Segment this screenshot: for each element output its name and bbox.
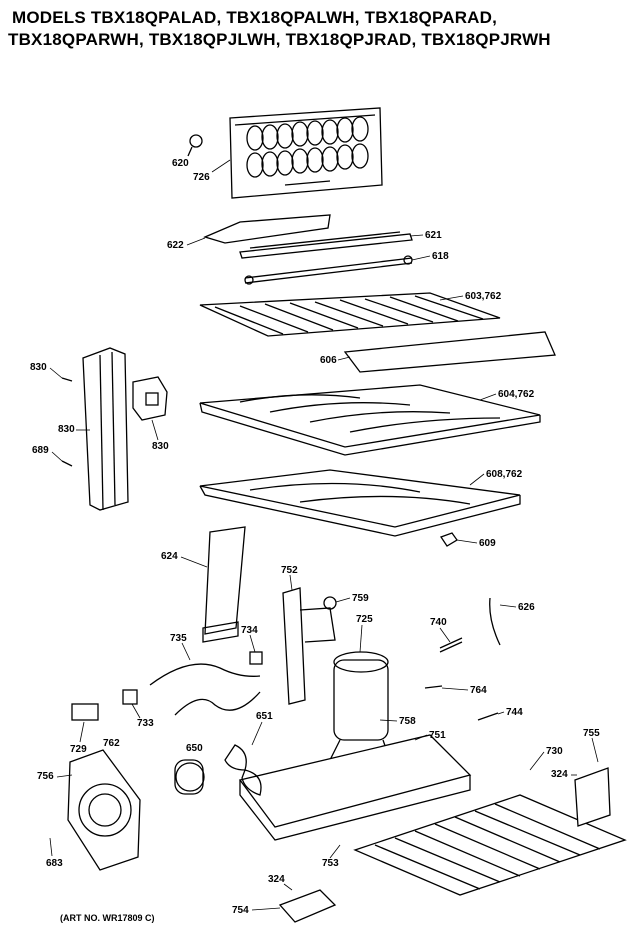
label-651: 651 [256, 711, 273, 722]
bracket-752 [282, 587, 336, 705]
label-740: 740 [430, 617, 447, 628]
label-830-c: 830 [152, 441, 169, 452]
clip-609 [440, 532, 458, 547]
screw-830 [61, 377, 73, 382]
bar-621 [239, 231, 413, 259]
cover-606 [343, 331, 556, 373]
label-621: 621 [425, 230, 442, 241]
rod-618 [244, 255, 413, 285]
compressor-725 [328, 651, 391, 761]
clip-620 [187, 134, 203, 157]
label-689: 689 [32, 445, 49, 456]
label-758: 758 [399, 716, 416, 727]
label-744: 744 [506, 707, 523, 718]
clip-764 [424, 685, 443, 689]
label-603: 603,762 [465, 291, 502, 302]
switch-729 [71, 703, 99, 721]
label-764: 764 [470, 685, 487, 696]
label-762: 762 [103, 738, 120, 749]
art-number: (ART NO. WR17809 C) [60, 913, 155, 923]
wiring-735 [149, 663, 261, 716]
label-756: 756 [37, 771, 54, 782]
label-608: 608,762 [486, 469, 523, 480]
label-620: 620 [172, 158, 189, 169]
label-830-a: 830 [30, 362, 47, 373]
channel-830 [82, 347, 129, 511]
label-609: 609 [479, 538, 496, 549]
drip-tray-604 [199, 384, 541, 456]
label-730: 730 [546, 746, 563, 757]
label-752: 752 [281, 565, 298, 576]
label-604: 604,762 [498, 389, 535, 400]
base-pan-751 [238, 734, 472, 841]
shelf-622 [203, 214, 331, 244]
cord-626 [489, 597, 501, 646]
condenser-coil-726 [229, 107, 383, 199]
fan-blade-651 [224, 744, 262, 796]
label-735: 735 [170, 633, 187, 644]
bracket-830 [132, 376, 168, 421]
title-line-1: MODELS TBX18QPALAD, TBX18QPALWH, TBX18QP… [12, 8, 498, 27]
relay-733 [122, 689, 138, 705]
duct-624-base [202, 621, 239, 643]
label-830-b: 830 [58, 424, 75, 435]
label-618: 618 [432, 251, 449, 262]
bracket-755 [574, 767, 611, 827]
tray-754 [278, 889, 337, 923]
connector-734 [249, 651, 263, 665]
label-751: 751 [429, 730, 446, 741]
label-624: 624 [161, 551, 178, 562]
label-622: 622 [167, 240, 184, 251]
label-626: 626 [518, 602, 535, 613]
title-line-2: TBX18QPARWH, TBX18QPJLWH, TBX18QPJRAD, T… [8, 30, 551, 49]
label-759: 759 [352, 593, 369, 604]
screw-689 [61, 460, 73, 467]
label-683: 683 [46, 858, 63, 869]
tray-608 [199, 469, 521, 537]
clip-744 [477, 712, 499, 721]
label-755: 755 [583, 728, 600, 739]
label-324-b: 324 [268, 874, 285, 885]
fan-shroud-762 [67, 749, 141, 871]
bracket-740 [439, 637, 463, 653]
label-324-a: 324 [551, 769, 568, 780]
label-754: 754 [232, 905, 249, 916]
grommet-759 [323, 596, 337, 610]
condenser-730 [353, 794, 627, 896]
label-734: 734 [241, 625, 258, 636]
fan-motor-650 [174, 759, 205, 795]
label-729: 729 [70, 744, 87, 755]
duct-624 [204, 526, 246, 635]
label-733: 733 [137, 718, 154, 729]
label-753: 753 [322, 858, 339, 869]
part-labels: 620 726 622 621 618 603,762 606 604,762 … [30, 158, 600, 916]
label-726: 726 [193, 172, 210, 183]
label-606: 606 [320, 355, 337, 366]
label-650: 650 [186, 743, 203, 754]
wire-shelf-603 [199, 292, 501, 337]
label-725: 725 [356, 614, 373, 625]
